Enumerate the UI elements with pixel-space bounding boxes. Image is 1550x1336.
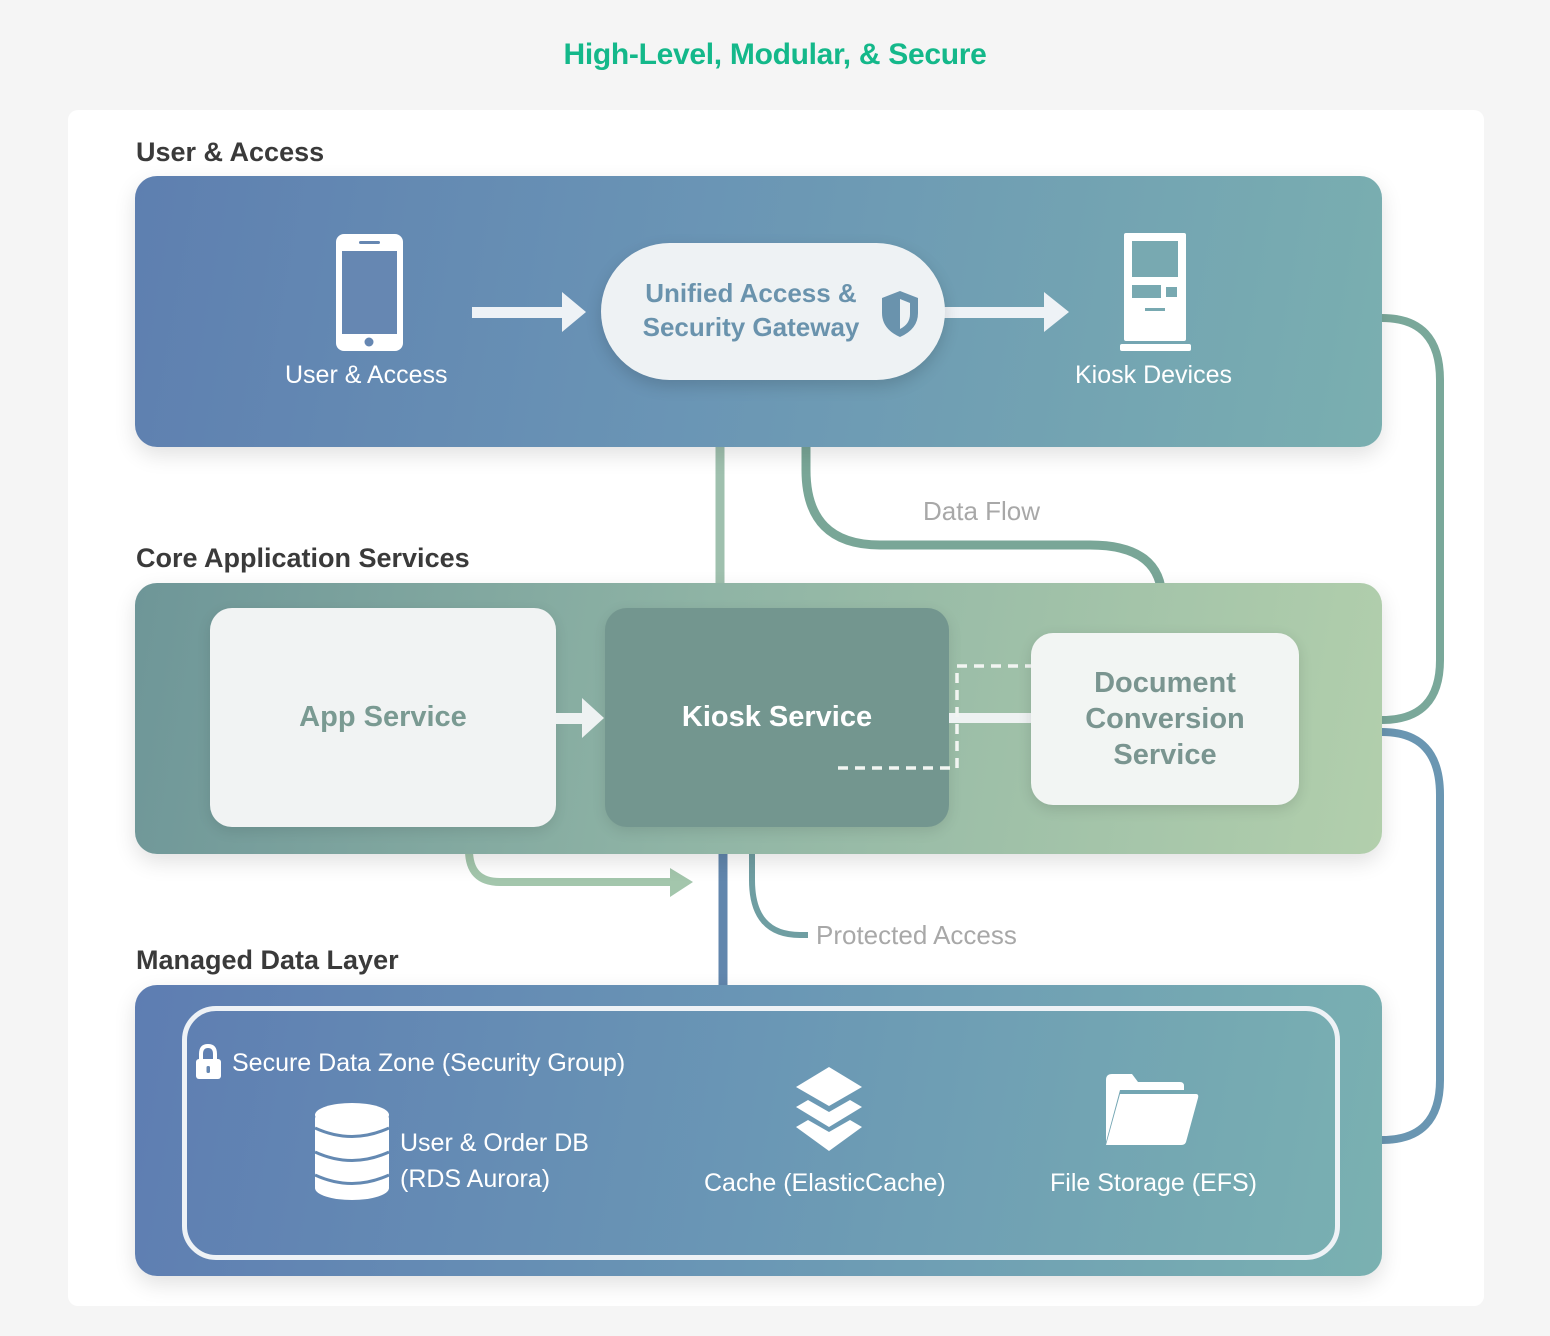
security-gateway-node[interactable]: Unified Access & Security Gateway [601, 243, 945, 380]
connector-right-upper [1381, 314, 1444, 724]
user-access-node-label: User & Access [285, 361, 448, 389]
cache-label: Cache (ElasticCache) [704, 1169, 946, 1197]
shield-icon [882, 291, 918, 337]
kiosk-service-node[interactable]: Kiosk Service [605, 608, 949, 827]
section-label-data: Managed Data Layer [136, 945, 399, 975]
diagram-title: High-Level, Modular, & Secure [563, 38, 987, 71]
connector-right-lower [1381, 728, 1444, 1144]
data-flow-label: Data Flow [923, 496, 1041, 526]
document-conversion-node[interactable]: Document Conversion Service [1031, 633, 1299, 805]
connector-data-flow [801, 447, 1167, 601]
secure-data-zone [182, 1006, 1340, 1260]
connector-protected-access [749, 854, 808, 938]
protected-access-label: Protected Access [816, 920, 1017, 950]
kiosk-service-label: Kiosk Service [681, 701, 873, 733]
app-arrowhead [670, 868, 693, 897]
database-label: User & Order DB (RDS Aurora) [400, 1129, 589, 1193]
section-label-core: Core Application Services [136, 543, 470, 573]
app-service-node[interactable]: App Service [210, 608, 556, 827]
section-label-user-access: User & Access [136, 137, 325, 167]
secure-zone-label: Secure Data Zone (Security Group) [232, 1049, 626, 1077]
app-service-label: App Service [299, 701, 467, 733]
file-storage-label: File Storage (EFS) [1050, 1169, 1258, 1197]
document-conversion-label: Document Conversion Service [1085, 667, 1245, 771]
kiosk-devices-label: Kiosk Devices [1075, 361, 1232, 389]
security-gateway-label: Unified Access & Security Gateway [642, 278, 860, 342]
